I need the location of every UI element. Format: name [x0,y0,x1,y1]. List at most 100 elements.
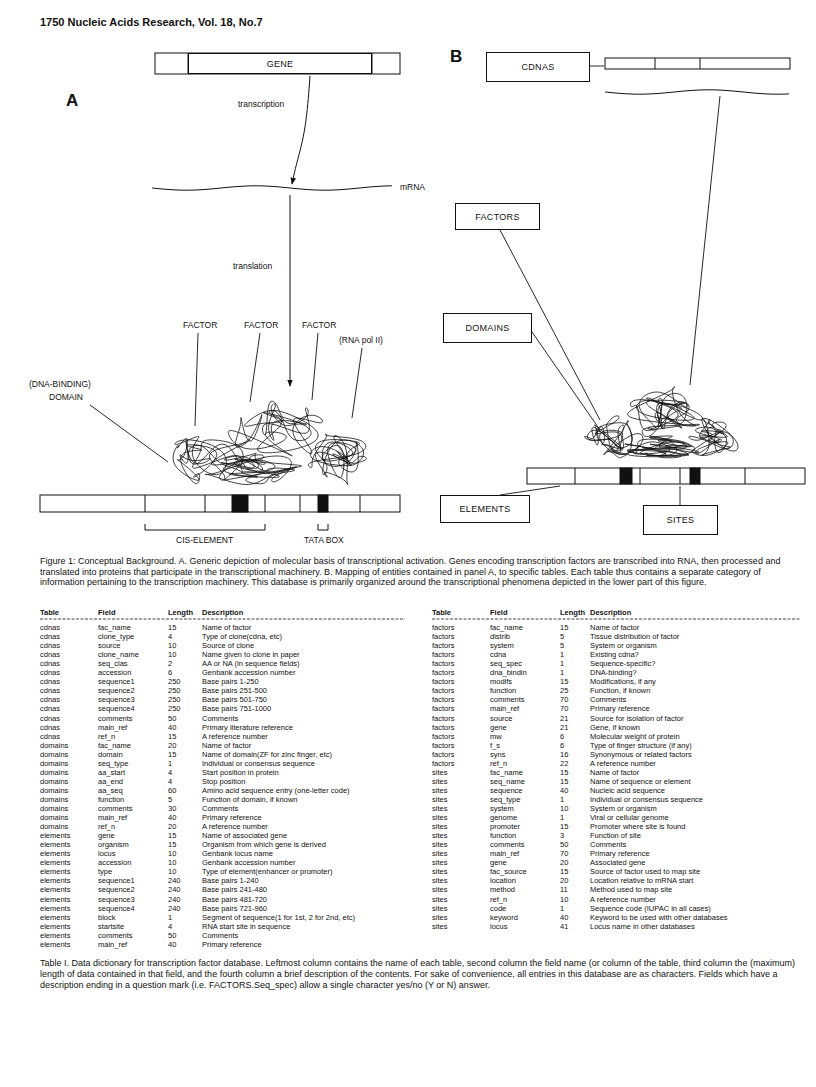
table-cell: factors [432,642,455,650]
band-divider [745,468,746,484]
table-header: Description [590,609,631,617]
protein-complex [246,468,295,484]
protein-complex [315,436,350,485]
table-cell: 11 [560,886,568,894]
table-header: Description [202,609,243,617]
table-cell: domains [40,796,68,804]
table-cell: Base pairs 751-1000 [202,705,271,713]
table-cell: Segment of sequence(1 for 1st, 2 for 2nd… [202,914,355,922]
table-cell: clone_name [98,651,139,659]
table-cell: cdnas [40,715,60,723]
table-cell: Sequence-specific? [590,660,655,668]
protein-complex [596,423,632,458]
table-cell: cdnas [40,687,60,695]
table-cell: sites [432,850,447,858]
table-cell: Viral or cellular genome [590,814,669,822]
binding-site [620,468,632,484]
table-cell: Associated gene [590,859,645,867]
table-cell: 6 [560,733,564,741]
table-cell: 30 [168,805,176,813]
table-cell: A reference number [202,823,268,831]
table-cell: factors [432,696,455,704]
table-cell: 20 [168,823,176,831]
table-cell: Comments [590,696,626,704]
table-cell: 6 [168,669,172,677]
table-cell: clone_type [98,633,134,641]
table-header: Table [432,609,451,617]
table-cell: 70 [560,850,568,858]
table-cell: 15 [168,832,176,840]
table-cell: 15 [560,868,568,876]
table-cell: Base pairs 481-720 [202,896,267,904]
table-cell: Type of element(enhancer or promoter) [202,868,332,876]
table-box: GENE [188,53,372,74]
table-cell: sites [432,823,447,831]
table-cell: Method used to map site [590,886,672,894]
table-cell: Individual or consensus sequence [590,796,703,804]
table-cell: 25 [560,687,568,695]
table-cell: code [490,905,506,913]
table-cell: sites [432,886,447,894]
table-cell: factors [432,724,455,732]
table-cell: Amino acid sequence entry (one-letter co… [202,787,350,795]
table-cell: main_ref [98,814,127,822]
table-cell: sites [432,832,447,840]
table-cell: 20 [168,742,176,750]
table-cell: fac_name [98,742,131,750]
table-cell: seq_type [490,796,520,804]
protein-complex [602,444,627,454]
table-cell: sites [432,787,447,795]
transcription-arrow [292,76,310,184]
table-cell: 1 [560,905,564,913]
table-cell: factors [432,751,455,759]
table-cell: Name of domain(ZF for zinc finger, etc) [202,751,332,759]
table-cell: 1 [560,796,564,804]
band-divider [360,495,361,512]
table-cell: 5 [560,633,564,641]
table-cell: elements [40,923,70,931]
table-cell: 10 [168,859,176,867]
table-cell: sequence2 [98,687,135,695]
table-cell: domains [40,778,68,786]
table-cell: seq_spec [490,660,522,668]
table-rule [432,619,800,620]
band-divider [680,468,681,484]
table-cell: elements [40,841,70,849]
table-cell: domains [40,742,68,750]
table-cell: Base pairs 251-500 [202,687,267,695]
table-header: Field [490,609,508,617]
gene-dna-band [605,58,790,69]
table-cell: main_ref [98,941,127,949]
table-cell: factors [432,660,455,668]
part-label: FACTOR [182,321,218,330]
table-cell: Name given to clone in paper [202,651,300,659]
table-cell: A reference number [590,760,656,768]
table-box: FACTORS [455,203,540,230]
band-divider [145,495,146,512]
band-divider [655,58,656,69]
protein-complex [649,436,685,449]
table-cell: Name of factor [202,742,251,750]
box-label: SITES [667,515,695,525]
table-cell: main_ref [98,724,127,732]
table-cell: sites [432,923,447,931]
table-cell: 1 [560,651,564,659]
table-cell: 15 [560,778,568,786]
table-cell: 41 [560,923,568,931]
protein-complex [262,401,309,435]
table-cell: Comments [202,715,238,723]
table-cell: 5 [560,642,564,650]
table-cell: Primary reference [202,814,262,822]
table-cell: comments [98,932,133,940]
table-box: ELEMENTS [440,495,530,523]
table-cell: A reference number [202,733,268,741]
table-cell: 40 [560,914,568,922]
table-cell: 1 [560,814,564,822]
table-cell: Nucleic acid sequence [590,787,665,795]
leader-line [690,96,720,385]
table-cell: fac_name [98,624,131,632]
table-cell: fac_name [490,624,523,632]
table-cell: sites [432,796,447,804]
table-cell: Modifications, if any [590,678,656,686]
